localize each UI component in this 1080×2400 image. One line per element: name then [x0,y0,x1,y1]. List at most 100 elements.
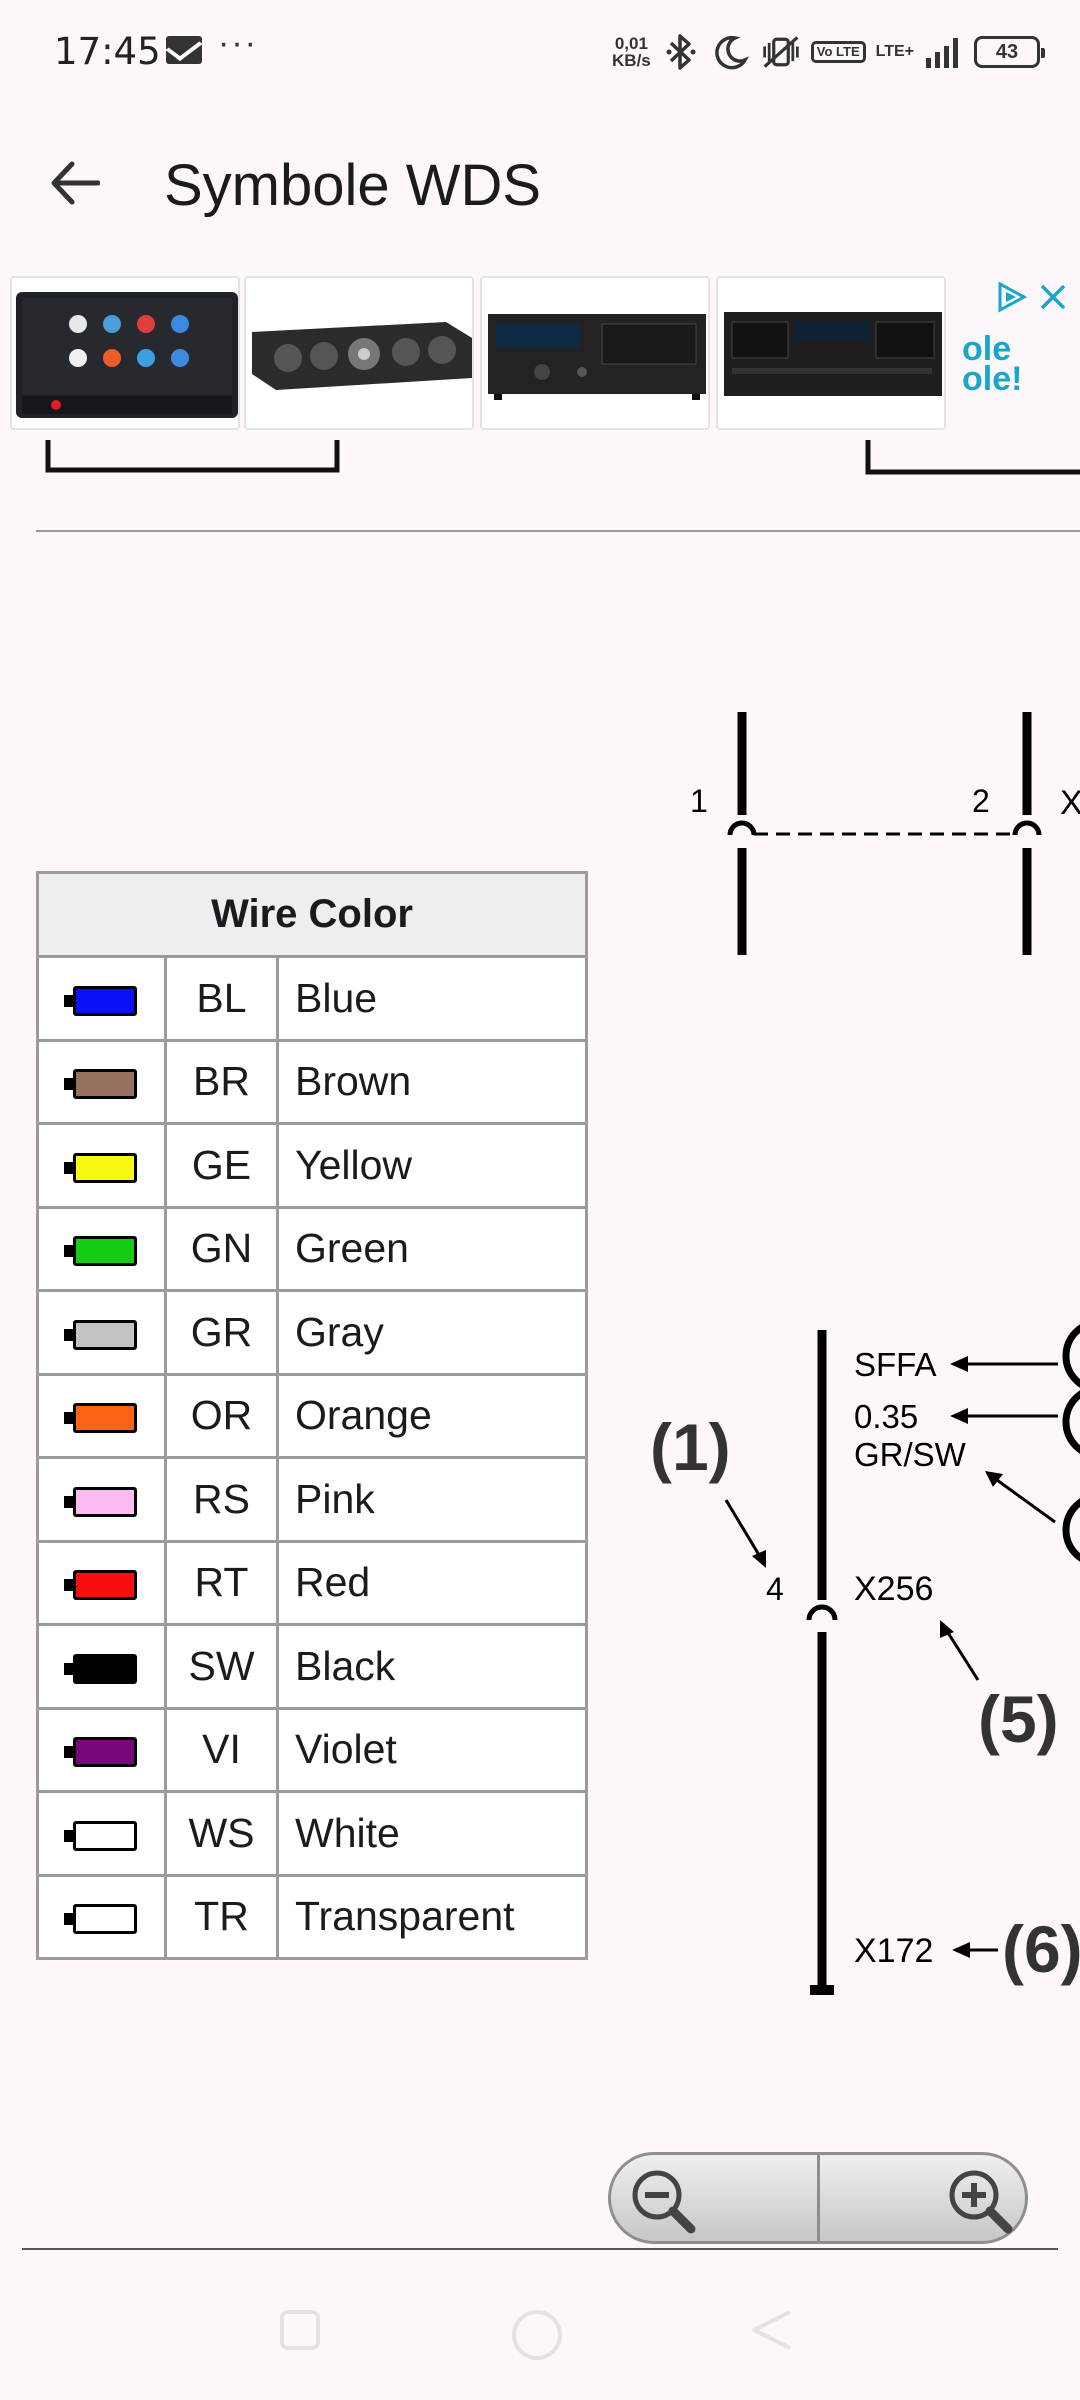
app-bar: Symbole WDS [0,104,1080,264]
adchoices-icon[interactable] [994,280,1028,314]
wire-color-code: VI [164,1706,279,1793]
network-speed-value: 0,01 [614,34,648,53]
ad-product-double-cassette-deck[interactable] [716,276,946,430]
wire-swatch-cell [36,955,167,1042]
zoom-in-button[interactable] [816,2155,1026,2241]
wire-color-swatch [63,1570,137,1601]
home-button[interactable] [510,2308,564,2362]
gmail-icon [166,36,202,64]
wire-color-name: Yellow [276,1122,588,1209]
diagram-callout-6: (6) [1002,1912,1080,1986]
diagram-pin-1: 1 [690,783,708,819]
status-icons: 0,01 KB/s Vo LTE LTE+ 43 [612,28,1045,76]
wire-color-swatch [63,985,137,1016]
wire-color-swatch [63,1486,137,1517]
zoom-out-icon [632,2170,696,2234]
arrow-back-icon [51,161,100,205]
wire-color-code: SW [164,1623,279,1710]
wire-color-name: Blue [276,955,588,1042]
wire-color-code: TR [164,1873,279,1960]
wire-color-name: Pink [276,1456,588,1543]
nav-divider [22,2248,1058,2250]
wire-color-name: Black [276,1623,588,1710]
ad-product-center-speaker[interactable] [244,276,474,430]
diagram-ground-label: X172 [854,1932,933,1970]
battery-indicator: 43 [974,36,1045,68]
wire-swatch-cell [36,1289,167,1376]
zoom-out-button[interactable] [611,2155,817,2241]
divider-line [36,530,1080,532]
ad-brand-logo[interactable]: ole ole! [962,330,1023,398]
wire-swatch-cell [36,1456,167,1543]
diagram-callout-1: (1) [650,1410,731,1484]
wire-color-code: BR [164,1038,279,1125]
ad-product-cd-cassette-deck[interactable] [480,276,710,430]
wire-swatch-cell [36,1790,167,1877]
diagram-connector-label: X256 [854,1570,933,1608]
wire-color-code: GN [164,1205,279,1292]
close-ad-icon[interactable] [1038,282,1068,312]
wire-color-swatch [63,1152,137,1183]
back-nav-button[interactable] [750,2308,794,2352]
wire-color-code: WS [164,1790,279,1877]
status-time: 17:45 [54,30,161,73]
wire-color-code: RT [164,1539,279,1626]
wire-color-name: Brown [276,1038,588,1125]
wire-color-swatch [63,1069,137,1100]
wire-color-swatch [63,1319,137,1350]
more-notifications-icon: ··· [218,24,258,62]
wire-color-name: Green [276,1205,588,1292]
wire-color-swatch [63,1904,137,1935]
wire-table-header: Wire Color [36,871,588,958]
wire-color-code: GR [164,1289,279,1376]
vibrate-off-icon [761,32,801,72]
wire-color-swatch [63,1737,137,1768]
back-button[interactable] [36,144,114,222]
wire-color-swatch [63,1236,137,1267]
system-navigation-bar [0,2250,1080,2400]
volte-badge: Vo LTE [810,41,866,63]
zoom-in-icon [949,2170,1012,2234]
network-speed: 0,01 KB/s [612,35,651,69]
wire-color-code: RS [164,1456,279,1543]
wire-swatch-cell [36,1122,167,1209]
wire-color-name: Violet [276,1706,588,1793]
wire-color-code: GE [164,1122,279,1209]
wire-color-name: Orange [276,1372,588,1459]
ad-product-car-stereo[interactable] [10,276,240,430]
bluetooth-icon [661,32,701,72]
recent-apps-button[interactable] [278,2308,322,2352]
ad-banner[interactable]: ole ole! [0,270,1080,440]
diagram-size-label: 0.35 [854,1398,918,1435]
ad-controls [946,272,1076,322]
do-not-disturb-moon-icon [711,32,751,72]
lte-label: LTE+ [875,43,914,60]
wire-color-name: Gray [276,1289,588,1376]
wire-swatch-cell [36,1623,167,1710]
wire-color-code: BL [164,955,279,1042]
diagram-partial-label: X [1060,784,1080,822]
wire-color-swatch [63,1653,137,1684]
diagram-pin-2: 2 [972,783,990,819]
wire-swatch-cell [36,1706,167,1793]
wire-swatch-cell [36,1539,167,1626]
wire-swatch-cell [36,1205,167,1292]
wire-color-name: Red [276,1539,588,1626]
wire-color-code: OR [164,1372,279,1459]
diagram-pin-4: 4 [766,1571,784,1607]
zoom-controls [608,2152,1028,2244]
